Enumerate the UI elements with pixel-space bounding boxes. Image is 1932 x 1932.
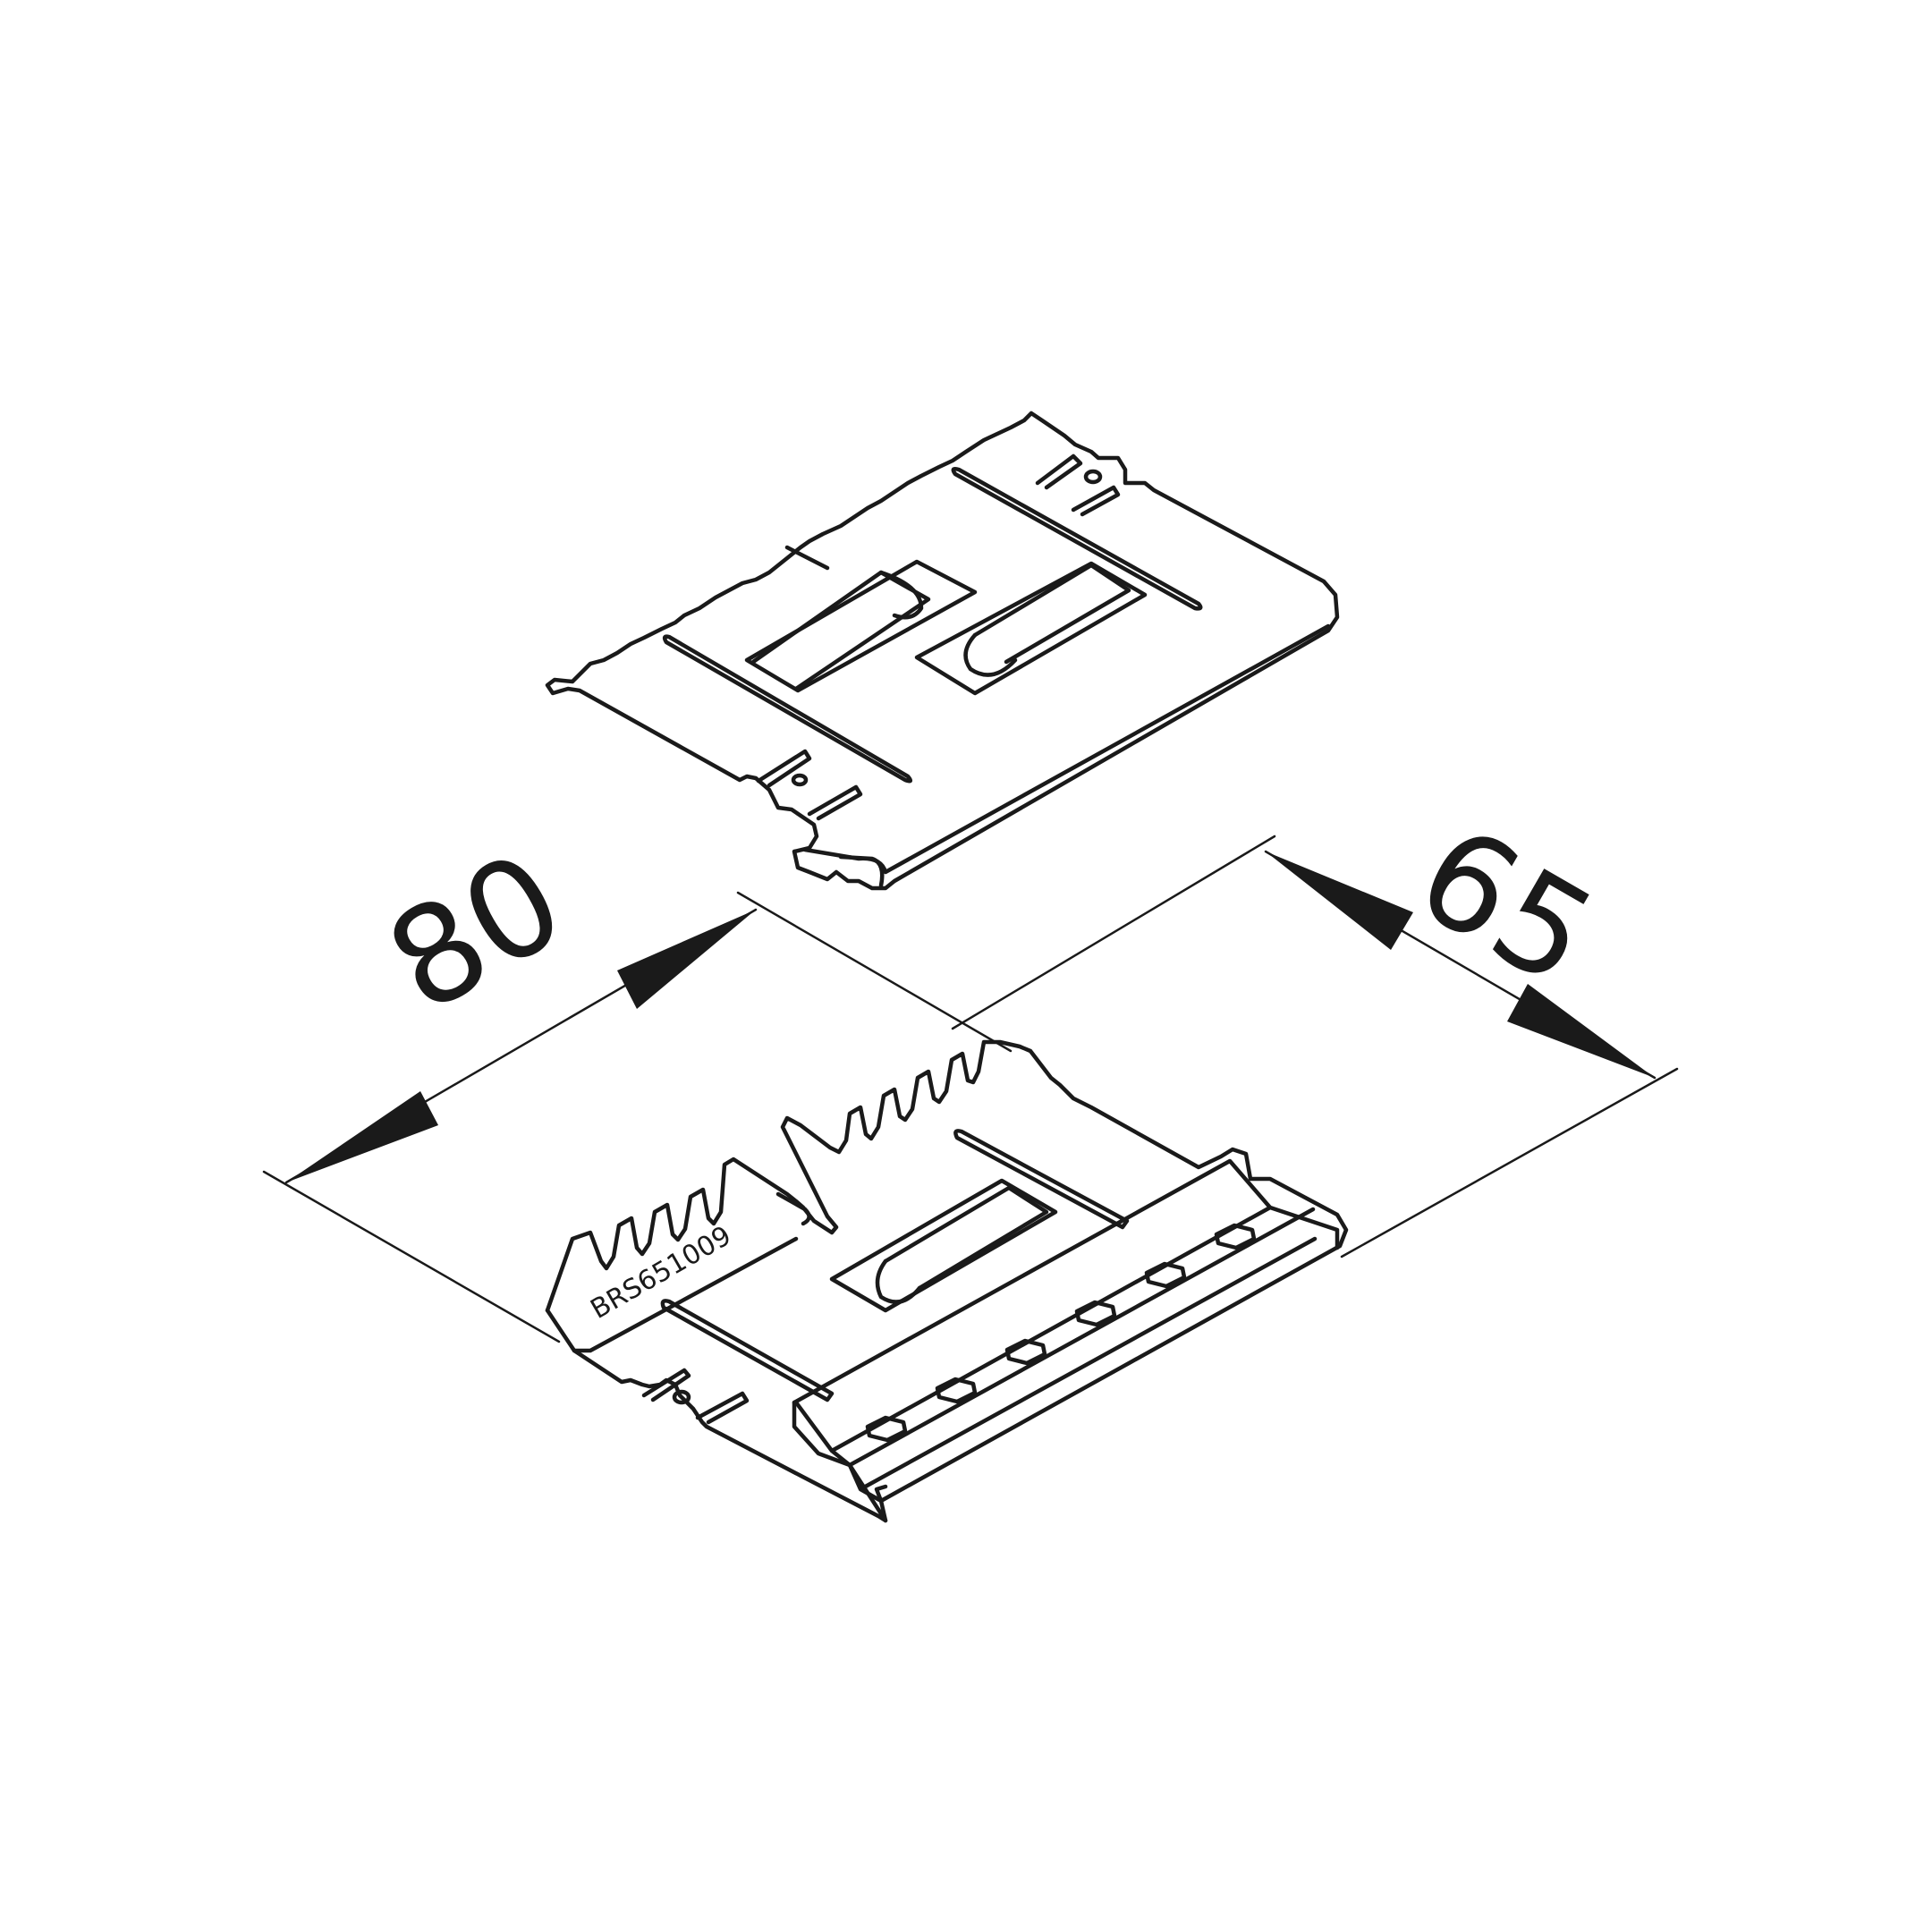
- upper-plate: [545, 411, 1340, 891]
- upper-slot-left: [662, 634, 913, 784]
- upper-spring-clip-left: [744, 559, 978, 693]
- part-marking: BRS651009: [586, 1220, 737, 1326]
- extension-line: [1340, 1067, 1679, 1258]
- lower-front-rail: [792, 1158, 1340, 1523]
- lower-spring-clip: [829, 1178, 1058, 1313]
- arrowhead: [1507, 984, 1655, 1078]
- arrowhead: [617, 910, 756, 1009]
- extension-line: [736, 891, 1013, 1053]
- rail-holes: [865, 1223, 1257, 1443]
- lower-tab-hole: [672, 1389, 691, 1405]
- lower-slot-left: [660, 1299, 835, 1402]
- rail-hole: [1074, 1300, 1117, 1327]
- rail-hole: [1214, 1223, 1257, 1250]
- extension-line: [951, 835, 1276, 1030]
- rail-hole: [1004, 1338, 1047, 1366]
- extension-line: [262, 1170, 561, 1343]
- upper-slot-right: [951, 466, 1203, 611]
- dimension-label-65: 65: [1393, 796, 1618, 1016]
- upper-front-tab: [756, 749, 812, 788]
- arrowhead: [286, 1091, 438, 1182]
- lower-plate: BRS651009: [545, 1039, 1349, 1523]
- dimension-label-80: 80: [363, 823, 589, 1043]
- rail-hole: [865, 1415, 908, 1443]
- lower-slot-right: [953, 1129, 1130, 1230]
- arrowhead: [1266, 852, 1413, 950]
- lower-front-tab: [641, 1368, 691, 1402]
- upper-tab-hole: [791, 773, 809, 787]
- upper-spring-clip-right: [914, 561, 1148, 696]
- rail-hole: [1144, 1261, 1187, 1289]
- upper-plate-outline: [545, 411, 1340, 891]
- rail-hole: [935, 1377, 978, 1404]
- dimension-80: 80: [262, 823, 1013, 1343]
- lower-plate-teeth: [545, 1039, 1349, 1504]
